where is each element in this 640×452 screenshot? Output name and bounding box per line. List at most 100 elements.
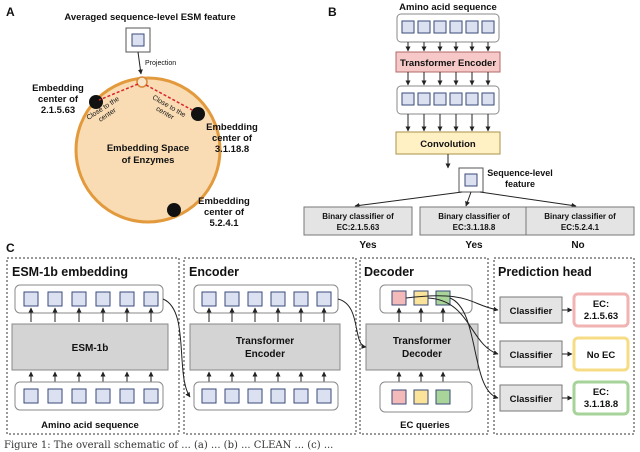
b-classifier-1: Binary classifier of EC:2.1.5.63 (303, 206, 413, 236)
esm-feature-square (131, 33, 145, 47)
c-enc-out-square-1 (201, 291, 217, 307)
c-enc-out-square-4 (270, 291, 286, 307)
svg-text:2.1.5.63: 2.1.5.63 (584, 311, 618, 322)
b-transformer-encoder-block (395, 51, 501, 73)
panel-c-letter: C (6, 241, 15, 255)
c-head-row-1: Classifier EC: 2.1.5.63 (499, 292, 630, 328)
c-dec-to-head-curve-3 (449, 297, 499, 400)
c-encoder-section (183, 257, 357, 435)
c-esm-out-square-1 (23, 291, 39, 307)
c-head-row-3: Classifier EC: 3.1.18.8 (499, 380, 630, 416)
b-classifier-3: Binary classifier of EC:5.2.4.1 (525, 206, 635, 236)
b-input-square-4 (449, 20, 463, 34)
svg-text:center of: center of (204, 207, 245, 218)
c-enc-in-square-6 (316, 388, 332, 404)
b-input-arrows (405, 42, 491, 52)
c-enc-in-square-4 (270, 388, 286, 404)
svg-text:center of: center of (38, 94, 79, 105)
c-esm-output-squares (23, 291, 159, 307)
c-encoder-input-squares (201, 388, 332, 404)
c-head-row-2: Classifier No EC (499, 336, 630, 372)
c-esm-bottom-label: Amino acid sequence (41, 420, 139, 431)
b-input-square-1 (401, 20, 415, 34)
figure: A Averaged sequence-level ESM feature Pr… (6, 2, 635, 435)
b-result-2: Yes (465, 240, 483, 251)
embedding-space-sphere (74, 76, 222, 224)
c-dec-to-head-curve-1 (405, 295, 499, 312)
projection-arrow (137, 51, 143, 75)
c-esm-in-square-6 (143, 388, 159, 404)
esm-feature-label: Averaged sequence-level ESM feature (64, 12, 235, 23)
center-3-1-18-8-dot (191, 107, 205, 121)
c-encoder-title: Encoder (189, 265, 239, 279)
center-3-label: Embedding center of 5.2.4.1 (198, 196, 250, 229)
b-result-3: No (571, 240, 584, 251)
b-hidden-square-2 (417, 92, 431, 106)
b-result-1: Yes (359, 240, 377, 251)
center-2-1-5-63-dot (89, 95, 103, 109)
c-esm-out-square-2 (47, 291, 63, 307)
b-input-label: Amino acid sequence (399, 2, 497, 13)
c-esm-in-square-3 (71, 388, 87, 404)
c-enc-out-square-5 (293, 291, 309, 307)
c-esm-title: ESM-1b embedding (12, 265, 128, 279)
svg-text:Binary classifier of: Binary classifier of (438, 212, 510, 221)
c-decoder-out-red (391, 290, 407, 306)
b-input-squares (401, 20, 495, 34)
b-hidden-square-3 (433, 92, 447, 106)
svg-text:EC:3.1.18.8: EC:3.1.18.8 (453, 223, 496, 232)
c-decoder-out-yellow (413, 290, 429, 306)
c-esm-out-square-4 (95, 291, 111, 307)
b-hidden-squares (401, 92, 495, 106)
c-esm-to-encoder-curve (162, 298, 191, 398)
c-encoder-block (189, 323, 341, 371)
panel-a-letter: A (6, 5, 15, 19)
svg-text:Classifier: Classifier (510, 394, 553, 405)
c-esm-out-square-6 (143, 291, 159, 307)
b-input-square-3 (433, 20, 447, 34)
c-decoder-bottom-label: EC queries (400, 420, 450, 431)
c-enc-out-square-3 (247, 291, 263, 307)
c-decoder-block (365, 323, 479, 371)
b-input-square-2 (417, 20, 431, 34)
c-esm-out-square-5 (119, 291, 135, 307)
c-decoder-section (359, 257, 489, 435)
center-1-label: Embedding center of 2.1.5.63 (32, 83, 84, 116)
c-enc-out-square-2 (224, 291, 240, 307)
b-convolution-label: Convolution (420, 139, 476, 150)
c-enc-in-square-3 (247, 388, 263, 404)
c-encoder-to-decoder-curve (337, 298, 367, 349)
c-encoder-block-label-1: Transformer (236, 336, 294, 347)
b-hidden-square-4 (449, 92, 463, 106)
projected-point (136, 76, 148, 88)
svg-text:EC:: EC: (593, 387, 609, 398)
svg-text:No EC: No EC (587, 350, 616, 361)
c-head-section (493, 257, 635, 435)
svg-text:EC:5.2.4.1: EC:5.2.4.1 (561, 223, 600, 232)
svg-text:EC:: EC: (593, 299, 609, 310)
projection-label: Projection (145, 60, 176, 67)
c-esm-in-square-1 (23, 388, 39, 404)
c-enc-in-square-5 (293, 388, 309, 404)
c-esm-out-square-3 (71, 291, 87, 307)
c-query-red (391, 389, 407, 405)
svg-text:2.1.5.63: 2.1.5.63 (41, 105, 75, 116)
center-5-2-4-1-dot (167, 203, 181, 217)
svg-text:Binary classifier of: Binary classifier of (544, 212, 616, 221)
c-esm-in-square-2 (47, 388, 63, 404)
c-esm-input-squares (23, 388, 159, 404)
c-query-yellow (413, 389, 429, 405)
c-encoder-output-squares (201, 291, 332, 307)
c-decoder-block-label-1: Transformer (393, 336, 451, 347)
c-encoder-output-arrows (206, 307, 327, 322)
c-esm-in-square-5 (119, 388, 135, 404)
c-encoder-block-label-2: Encoder (245, 349, 285, 360)
center-2-label: Embedding center of 3.1.18.8 (206, 122, 258, 155)
b-feature-square (464, 173, 478, 187)
b-input-square-5 (465, 20, 479, 34)
b-transformer-encoder-label: Transformer Encoder (400, 58, 496, 69)
b-encoder-out-arrows (405, 72, 491, 86)
svg-text:Embedding: Embedding (206, 122, 258, 133)
c-decoder-block-label-2: Decoder (402, 349, 442, 360)
embedding-space-title-1: Embedding Space (107, 143, 189, 154)
